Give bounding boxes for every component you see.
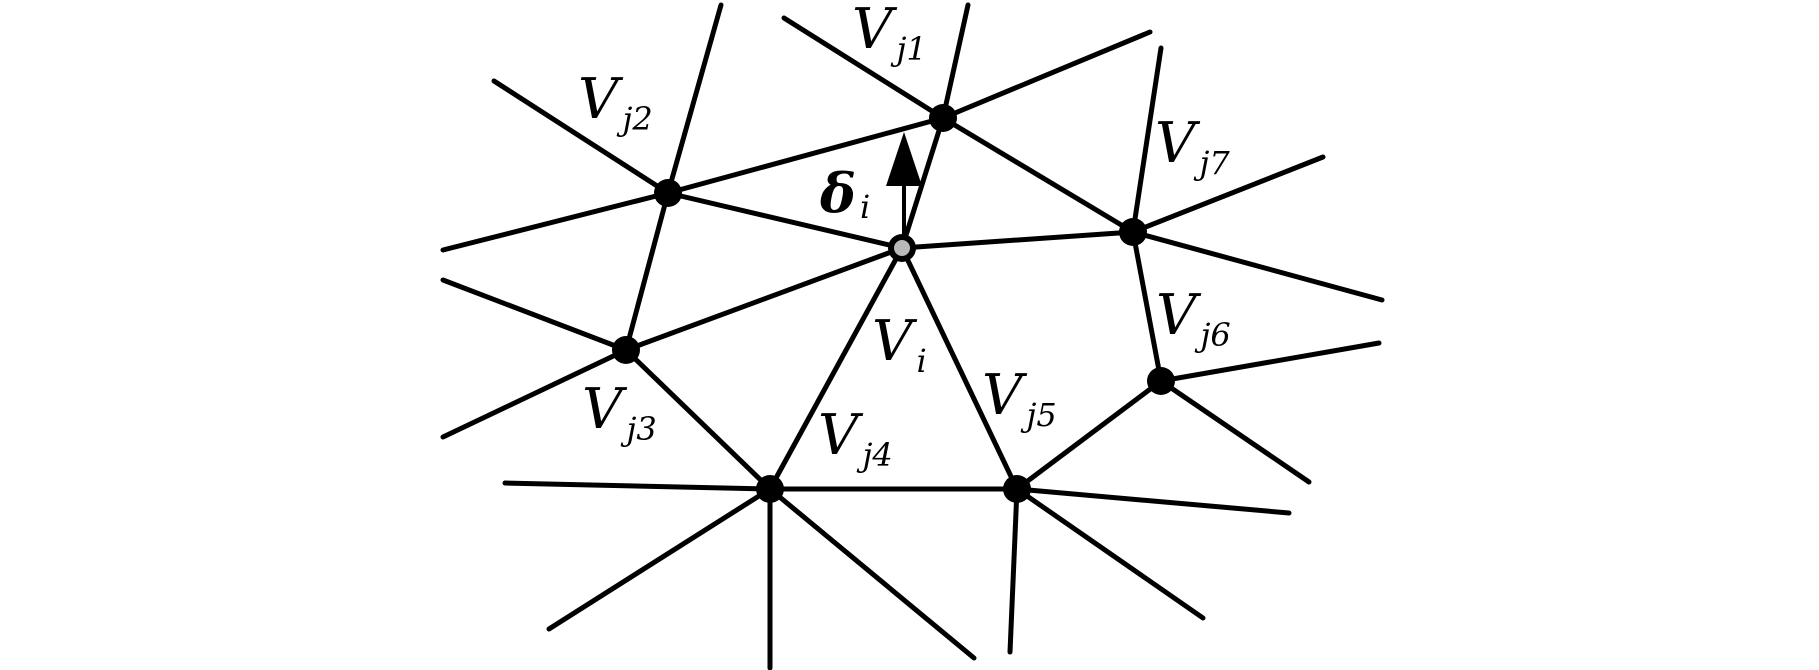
vertex-vi-inner <box>894 240 910 256</box>
edge-vi-vj2 <box>665 190 905 251</box>
edge-vj2-vj3 <box>623 190 671 353</box>
label-vj5-sub: j5 <box>1020 396 1056 434</box>
label-delta-main: δ <box>819 161 856 225</box>
edge-vj1-up <box>940 2 971 121</box>
label-delta-sub: i <box>860 188 870 226</box>
label-vj2-main: V <box>578 67 624 132</box>
mesh-edges <box>440 2 1385 670</box>
edge-vi-vj3 <box>623 245 905 353</box>
edge-vj2-upleft <box>491 78 671 196</box>
edge-vj4-downleft <box>546 486 773 632</box>
edge-vi-vj4 <box>767 245 905 492</box>
vertex-vj6 <box>1147 367 1175 395</box>
edge-vj4-downright <box>767 486 977 661</box>
label-vj1-main: V <box>852 0 898 62</box>
edge-vj1-vj2 <box>665 115 946 196</box>
edge-vj7-right <box>1130 229 1385 303</box>
vertex-vj5 <box>1003 475 1031 503</box>
edge-vj6-right <box>1158 340 1382 384</box>
edge-vi-vj1 <box>899 115 946 251</box>
edge-vi-vj7 <box>899 229 1136 251</box>
vertex-vj1 <box>929 104 957 132</box>
label-vj7-sub: j7 <box>1193 144 1230 182</box>
edge-vi-vj5 <box>899 245 1020 492</box>
label-vj4-main: V <box>818 403 864 468</box>
edge-vj1-upright <box>940 29 1153 121</box>
label-vj5-main: V <box>982 363 1028 428</box>
edge-vj3-upleft <box>440 277 629 353</box>
edge-vj7-upright <box>1130 154 1326 235</box>
edge-vj5-right <box>1014 486 1292 516</box>
edge-vj3-vj4 <box>623 347 773 492</box>
label-vj6-sub: j6 <box>1194 316 1230 354</box>
edge-vj1-upleft <box>781 15 946 121</box>
vertex-vj2 <box>654 179 682 207</box>
label-vj3-main: V <box>582 377 628 442</box>
label-vj7-main: V <box>1155 111 1201 176</box>
edge-vj2-left <box>440 190 671 253</box>
edge-vj2-up <box>665 2 724 196</box>
label-vi-sub: i <box>916 342 926 380</box>
label-vj6-main: V <box>1156 283 1202 348</box>
edge-vj5-vj6 <box>1014 378 1164 492</box>
edge-vj6-vj7 <box>1130 229 1164 384</box>
displacement-arrow <box>886 132 922 240</box>
label-vi-main: V <box>872 309 918 374</box>
label-vj2-sub: j2 <box>616 100 652 138</box>
edge-vj5-down <box>1007 486 1020 655</box>
edge-vj1-vj7 <box>940 115 1136 235</box>
edge-vj6-downright <box>1158 378 1312 485</box>
label-vj1-sub: j1 <box>890 30 926 68</box>
label-vj3-sub: j3 <box>620 410 656 448</box>
vertex-vj3 <box>612 336 640 364</box>
edge-vj4-left <box>502 480 773 492</box>
edge-vj7-up <box>1130 45 1164 235</box>
mesh-vertices <box>612 104 1175 503</box>
arrow-head <box>886 132 922 186</box>
vertex-vj4 <box>756 475 784 503</box>
label-vj4-sub: j4 <box>856 436 892 474</box>
edge-vj3-downleft <box>440 347 629 440</box>
vertex-vj7 <box>1119 218 1147 246</box>
edge-vj5-downright <box>1014 486 1206 621</box>
